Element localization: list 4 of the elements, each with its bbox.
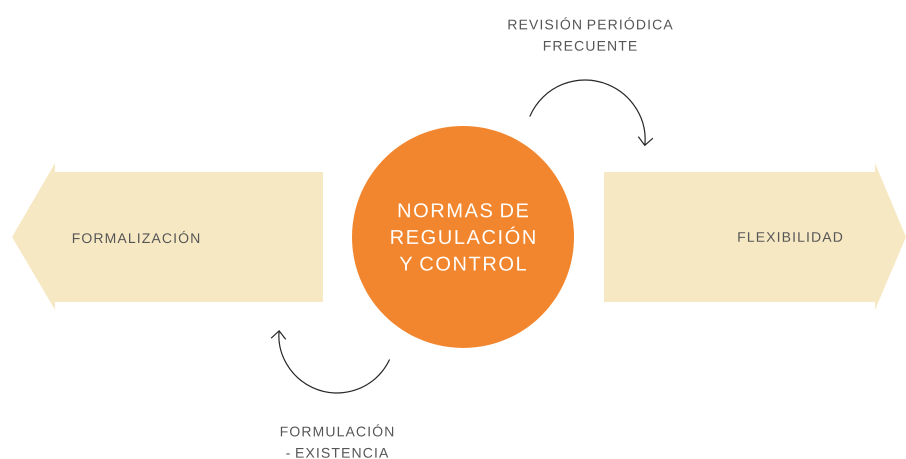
arrow-band: FLEXIBILIDAD xyxy=(604,163,906,310)
arrow-band: FORMALIZACIÓN xyxy=(12,163,323,310)
note-label: REVISIÓN PERIÓDICA FRECUENTE xyxy=(508,17,673,51)
note-label: FORMULACIÓN - EXISTENCIA xyxy=(280,424,394,458)
